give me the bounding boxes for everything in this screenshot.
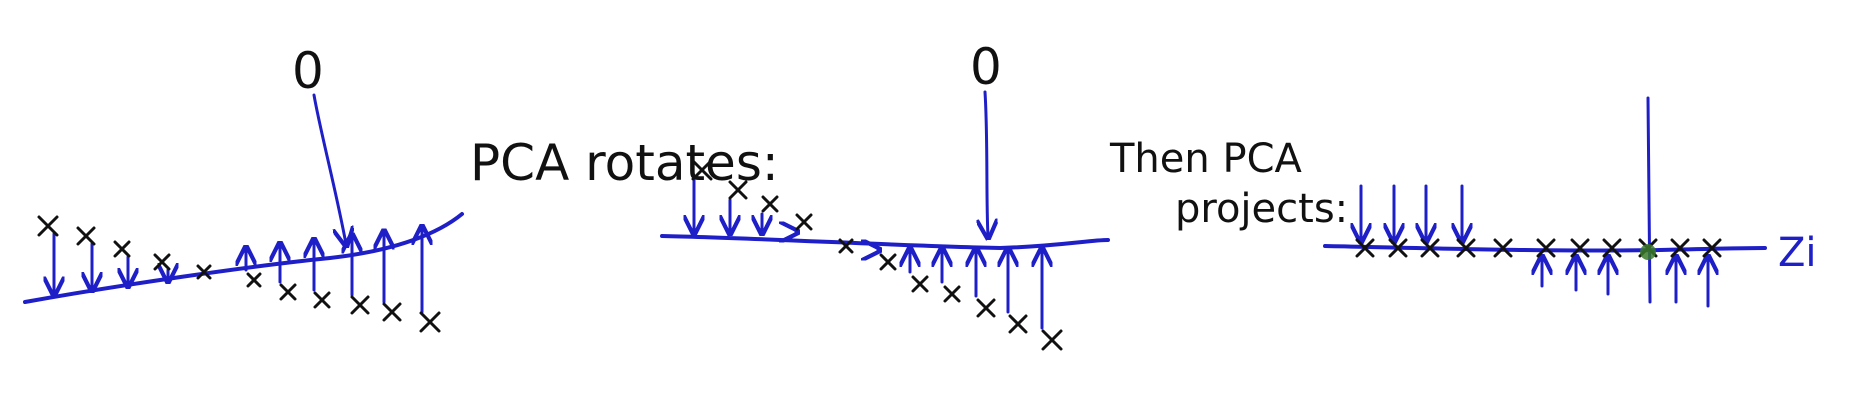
data-points-2 (691, 159, 1063, 351)
vertical-axis-3 (1646, 96, 1652, 304)
data-point (246, 272, 262, 288)
projected-point (1536, 238, 1556, 258)
projects-label: projects: (1175, 186, 1348, 232)
panel-rotated: 0 (660, 38, 1110, 351)
origin-arrow-2 (985, 90, 988, 236)
data-point (976, 298, 996, 318)
projected-point (1702, 238, 1722, 258)
data-point (943, 285, 961, 303)
principal-line-2 (660, 234, 1110, 250)
data-point (76, 226, 96, 246)
data-point (879, 253, 897, 271)
projected-point (1570, 238, 1590, 258)
projection-arrows-1 (54, 228, 422, 314)
data-point (419, 311, 441, 333)
data-point (313, 291, 331, 309)
projected-point (1602, 238, 1622, 258)
center-marker (1640, 244, 1656, 260)
pca-rotates-label: PCA rotates: (470, 134, 779, 192)
data-point (196, 264, 212, 280)
panel-original: 0 (23, 42, 464, 333)
data-point (1008, 314, 1028, 334)
data-point (153, 253, 171, 271)
data-point (911, 275, 929, 293)
origin-arrow-1 (312, 93, 346, 244)
projected-point (1355, 238, 1375, 258)
z-label: Zi (1778, 230, 1817, 276)
data-point (350, 295, 370, 315)
data-point (795, 213, 813, 231)
then-pca-label: Then PCA (1109, 136, 1303, 182)
projected-point (1670, 238, 1690, 258)
projected-point (1388, 238, 1408, 258)
data-point (691, 159, 713, 181)
data-point (838, 238, 854, 254)
projection-arrows-3 (1361, 184, 1708, 308)
origin-label-1: 0 (292, 42, 324, 100)
data-point (279, 283, 297, 301)
panel-projected: Zi (1323, 96, 1817, 308)
data-point (382, 302, 402, 322)
data-point (37, 215, 59, 237)
projection-arrows-2 (694, 178, 1042, 330)
projected-point (1420, 238, 1440, 258)
data-point (113, 240, 131, 258)
data-point (761, 195, 779, 213)
data-points-1 (37, 215, 441, 333)
projected-point (1456, 238, 1476, 258)
data-point (728, 180, 748, 200)
projected-point (1493, 238, 1513, 258)
origin-label-2: 0 (970, 38, 1002, 96)
data-point (1041, 329, 1063, 351)
